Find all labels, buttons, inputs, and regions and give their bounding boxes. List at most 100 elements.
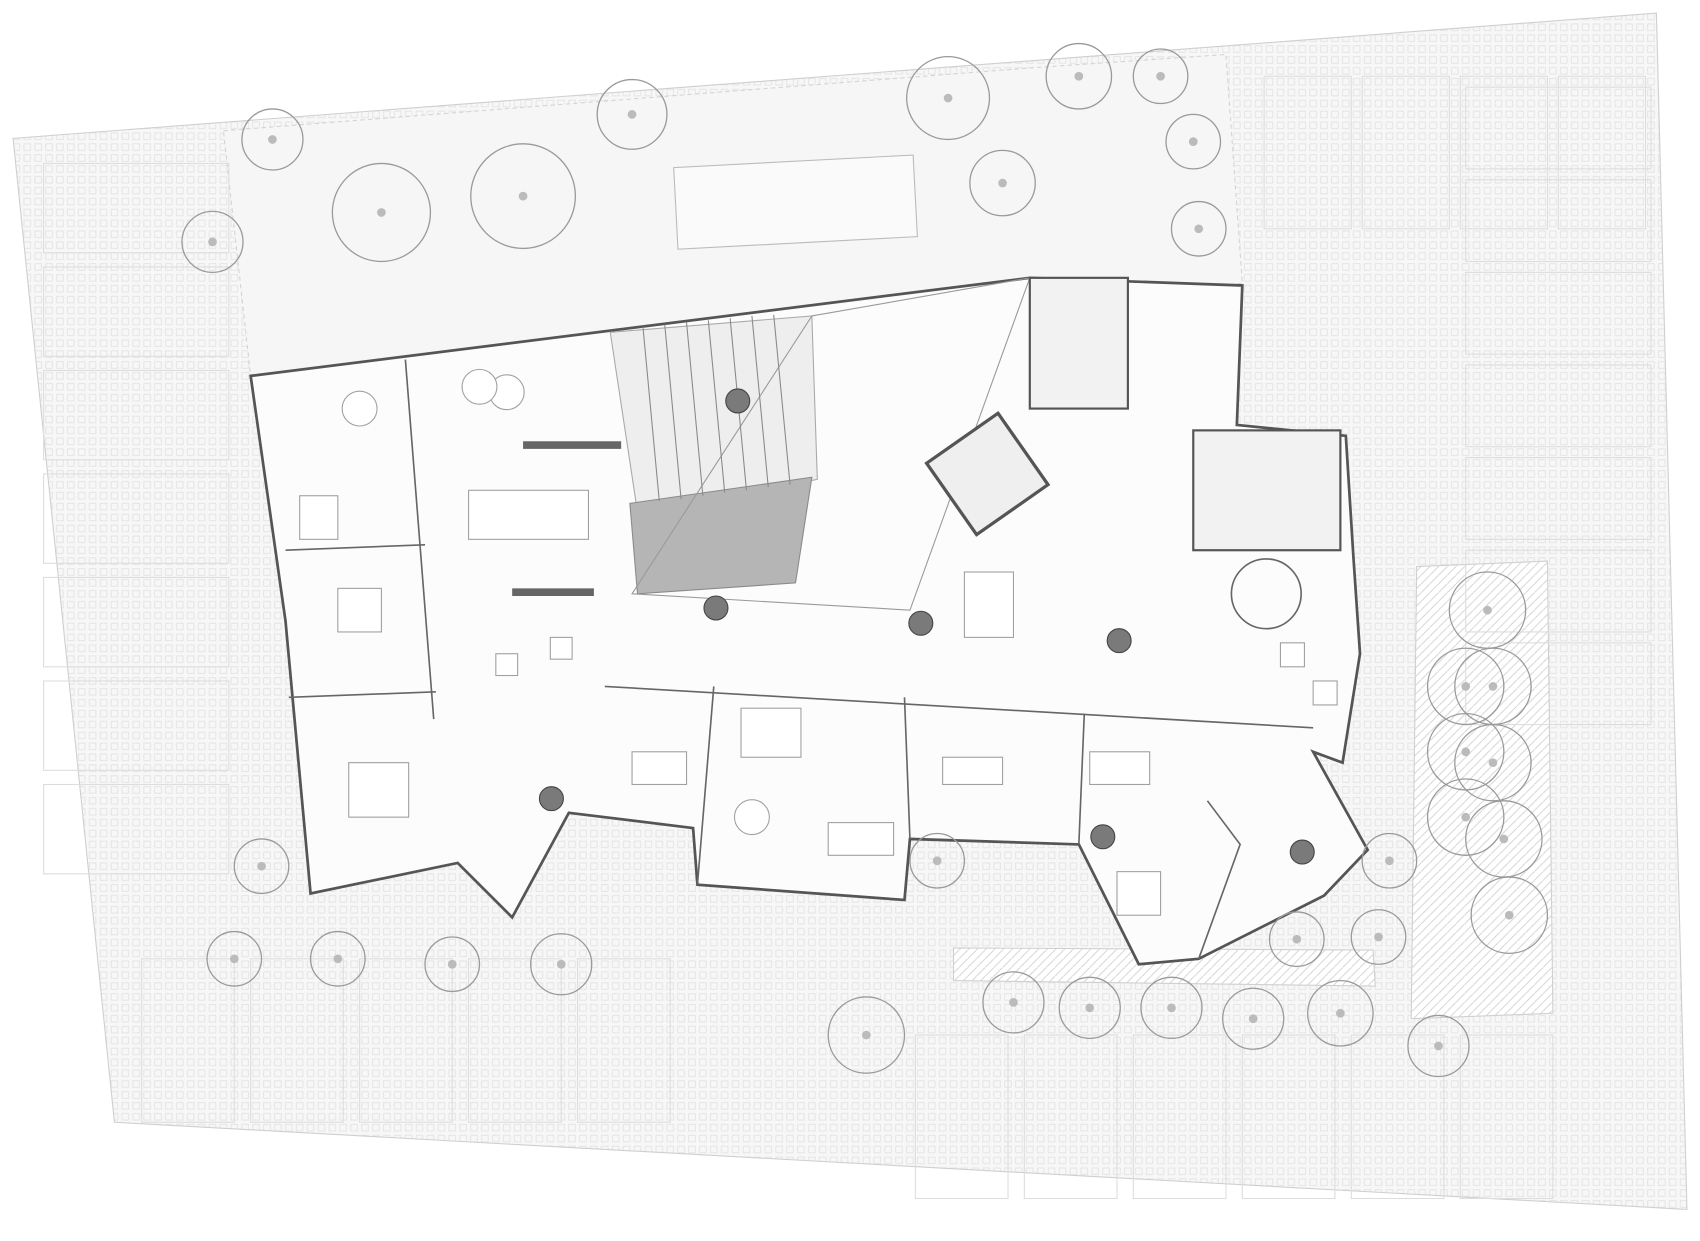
tree-canopy <box>1426 713 1505 791</box>
tree-icon <box>1307 979 1374 1047</box>
tree-icon <box>424 936 481 993</box>
parking-stall-icon <box>1361 75 1450 230</box>
tree-trunk <box>447 959 457 969</box>
tree-trunk <box>1461 747 1471 757</box>
tree-canopy <box>530 933 593 996</box>
tree-icon <box>1426 778 1505 856</box>
tree-canopy <box>331 162 432 263</box>
parking-stall-icon <box>43 473 230 564</box>
tree-trunk <box>1085 1003 1095 1013</box>
table-icon <box>348 762 410 818</box>
parking-stall-icon <box>1557 75 1647 230</box>
tree-icon <box>827 996 906 1074</box>
tree-trunk <box>1461 812 1471 822</box>
column-icon <box>1289 839 1315 865</box>
tree-trunk <box>932 856 942 866</box>
tree-icon <box>982 971 1045 1034</box>
parking-stall-icon <box>1459 1034 1554 1200</box>
tree-trunk <box>1434 1041 1443 1051</box>
tree-icon <box>1058 976 1121 1039</box>
tree-trunk <box>556 959 566 969</box>
tree-trunk <box>1499 834 1509 844</box>
planting-strip-east <box>1410 560 1554 1020</box>
tree-canopy <box>1350 909 1407 965</box>
room-partitions <box>285 359 1314 960</box>
tree-trunk <box>1292 934 1302 944</box>
tree-canopy <box>1165 113 1222 170</box>
tree-trunk <box>268 135 277 144</box>
core-stair-east <box>1192 429 1342 552</box>
bench-icon <box>512 588 594 596</box>
table-icon <box>1116 871 1162 916</box>
column-icon <box>538 786 564 812</box>
tree-icon <box>470 143 577 250</box>
tree-canopy <box>206 930 263 987</box>
tree-icon <box>241 108 304 171</box>
table-icon <box>468 489 590 540</box>
tree-canopy <box>596 78 668 150</box>
spiral-stair-icon <box>1230 558 1302 630</box>
tree-canopy <box>1222 987 1285 1050</box>
parking-stall-icon <box>577 958 671 1123</box>
table-icon <box>341 390 378 427</box>
tree-trunk <box>998 178 1007 188</box>
tree-icon <box>1361 832 1418 889</box>
tree-icon <box>1426 647 1505 726</box>
tree-canopy <box>1307 979 1374 1047</box>
parking-stall-icon <box>468 958 562 1123</box>
tree-trunk <box>1385 856 1394 866</box>
tree-canopy <box>1058 976 1121 1039</box>
tree-icon <box>1426 713 1505 791</box>
tree-icon <box>1132 48 1189 105</box>
planting-strip-south <box>952 947 1376 987</box>
tree-trunk <box>518 191 528 201</box>
tree-icon <box>1350 909 1407 965</box>
tree-icon <box>181 210 244 274</box>
tree-canopy <box>309 930 366 987</box>
parking-stalls <box>43 75 1652 1200</box>
table-icon <box>461 368 498 405</box>
tree-icon <box>596 78 668 150</box>
tree-icon <box>1470 876 1549 955</box>
tree-canopy <box>1426 778 1505 856</box>
tree-canopy <box>1470 876 1549 955</box>
table-icon <box>337 587 382 633</box>
parking-stall-icon <box>1465 271 1652 355</box>
parking-stall-icon <box>43 369 230 461</box>
tree-canopy <box>1170 200 1227 257</box>
table-icon <box>733 799 770 836</box>
parking-stall-icon <box>43 266 230 357</box>
parking-stall-icon <box>1465 364 1652 448</box>
parking-stall-icon <box>1459 75 1548 230</box>
parking-stall-icon <box>1241 1034 1336 1200</box>
tree-canopy <box>181 210 244 274</box>
tree-trunk <box>1167 1003 1176 1013</box>
main-stair <box>629 476 813 595</box>
tree-icon <box>530 933 593 996</box>
parking-stall-icon <box>1350 1034 1445 1200</box>
void-triangle <box>631 277 1031 611</box>
parking-stall-icon <box>43 576 230 668</box>
column-icon <box>703 595 729 621</box>
furniture <box>299 368 1338 916</box>
tree-canopy <box>827 996 906 1074</box>
tree-trunk <box>1336 1008 1345 1018</box>
tree-icon <box>206 930 263 987</box>
parking-stall-icon <box>250 958 344 1123</box>
tree-trunk <box>1374 932 1383 942</box>
tree-trunk <box>1483 605 1492 615</box>
tree-trunk <box>333 954 343 964</box>
tree-canopy <box>906 56 991 141</box>
tree-canopy <box>1045 42 1113 110</box>
tree-icon <box>1140 976 1203 1039</box>
tree-icon <box>233 838 290 895</box>
parking-stall-icon <box>43 680 230 771</box>
tree-icon <box>1407 1014 1470 1078</box>
tree-canopy <box>1361 832 1418 889</box>
column-icon <box>1090 824 1116 850</box>
columns <box>538 388 1315 865</box>
table-icon <box>1312 680 1338 706</box>
tree-trunk <box>208 237 217 247</box>
parking-stall-icon <box>1465 457 1652 540</box>
